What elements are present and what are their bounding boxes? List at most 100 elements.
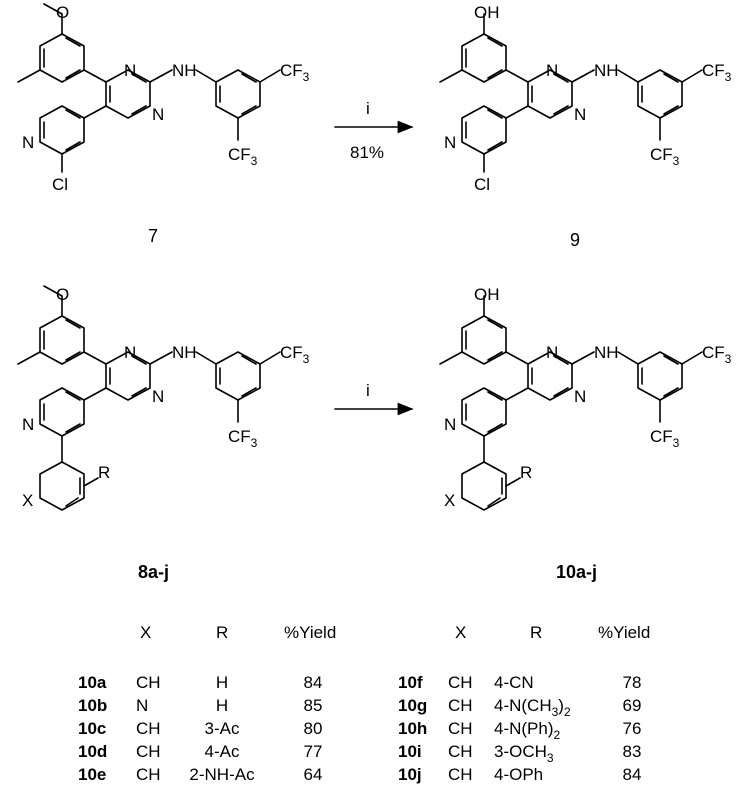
row-x: CH [448, 673, 473, 692]
row-r: 4-N(CH3)2 [494, 696, 571, 719]
row-r: 4-OPh [494, 765, 543, 784]
atom-amine-nh: NH [594, 343, 619, 362]
header-x: X [455, 623, 466, 642]
row-x: CH [448, 742, 473, 761]
atom-pyrimidine-n2: N [152, 105, 164, 124]
row-yield: 83 [623, 742, 642, 761]
atom-pyrimidine-n2: N [152, 387, 164, 406]
row-id: 10b [78, 696, 107, 715]
atom-cf3-bottom: CF3 [228, 427, 258, 450]
atom-pyrimidine-n2: N [574, 105, 586, 124]
structure-9: OH N N NH CF3 CF3 N Cl [439, 3, 732, 194]
row-yield: 76 [623, 719, 642, 738]
compound-label-10a-j: 10a-j [556, 562, 597, 582]
structure-7: O N N NH CF3 CF3 N Cl [17, 3, 310, 194]
row-id: 10e [78, 765, 106, 784]
header-yield: %Yield [284, 623, 336, 642]
atom-aryl-r: R [520, 463, 532, 482]
row-id: 10h [398, 719, 427, 738]
atom-cf3-top: CF3 [702, 61, 732, 84]
row-yield: 78 [623, 673, 642, 692]
compound-label-8a-j: 8a-j [138, 562, 169, 582]
row-r: 4-N(Ph)2 [494, 719, 561, 742]
structure-8a-j: O N N NH CF3 CF3 N X R [17, 285, 310, 511]
header-r: R [530, 623, 542, 642]
table-row: 10b N H 85 [78, 696, 322, 715]
row-r: 3-Ac [205, 719, 240, 738]
row-r: 2-NH-Ac [189, 765, 255, 784]
structure-10a-j: OH N N NH CF3 CF3 N X R [439, 285, 732, 511]
atom-chloro: Cl [52, 175, 68, 194]
row-x: CH [136, 673, 161, 692]
atom-aryl-r: R [98, 463, 110, 482]
row-x: CH [136, 719, 161, 738]
atom-aryl-x: X [22, 491, 33, 510]
yield-label-top: 81% [350, 143, 384, 162]
atom-amine-nh: NH [172, 343, 197, 362]
header-yield: %Yield [598, 623, 650, 642]
atom-cf3-top: CF3 [280, 343, 310, 366]
row-r: 4-Ac [205, 742, 240, 761]
atom-methoxy-o: O [56, 3, 69, 22]
atom-pyrimidine-n1: N [124, 61, 136, 80]
table-row: 10e CH 2-NH-Ac 64 [78, 765, 322, 784]
table-row: 10j CH 4-OPh 84 [398, 765, 641, 784]
atom-pyrimidine-n1: N [546, 61, 558, 80]
row-r: 4-CN [494, 673, 534, 692]
row-x: N [136, 696, 148, 715]
row-id: 10d [78, 742, 107, 761]
row-id: 10g [398, 696, 427, 715]
row-yield: 80 [304, 719, 323, 738]
row-yield: 84 [304, 673, 323, 692]
compound-label-9: 9 [570, 230, 580, 250]
row-id: 10i [398, 742, 422, 761]
atom-cf3-bottom: CF3 [228, 145, 258, 168]
atom-amine-nh: NH [594, 61, 619, 80]
row-yield: 85 [304, 696, 323, 715]
atom-chloro: Cl [474, 175, 490, 194]
row-x: CH [448, 765, 473, 784]
reagent-label-bottom: i [366, 381, 370, 400]
reagent-label-top: i [366, 99, 370, 118]
atom-aryl-x: X [444, 491, 455, 510]
row-id: 10f [398, 673, 423, 692]
atom-pyridine-n: N [22, 415, 34, 434]
atom-hydroxy: OH [474, 285, 500, 304]
compound-label-7: 7 [148, 226, 158, 246]
atom-cf3-top: CF3 [702, 343, 732, 366]
atom-cf3-bottom: CF3 [650, 145, 680, 168]
atom-pyrimidine-n2: N [574, 387, 586, 406]
atom-pyrimidine-n1: N [124, 343, 136, 362]
row-yield: 77 [304, 742, 323, 761]
row-r: H [216, 696, 228, 715]
table-row: 10g CH 4-N(CH3)2 69 [398, 696, 641, 719]
atom-amine-nh: NH [172, 61, 197, 80]
row-yield: 64 [304, 765, 323, 784]
atom-pyridine-n: N [444, 133, 456, 152]
row-yield: 84 [623, 765, 642, 784]
row-x: CH [136, 742, 161, 761]
row-x: CH [448, 696, 473, 715]
table-row: 10d CH 4-Ac 77 [78, 742, 322, 761]
atom-hydroxy: OH [474, 3, 500, 22]
table-row: 10a CH H 84 [78, 673, 322, 692]
atom-pyridine-n: N [22, 133, 34, 152]
row-id: 10j [398, 765, 422, 784]
atom-pyrimidine-n1: N [546, 343, 558, 362]
header-x: X [140, 623, 151, 642]
atom-methoxy-o: O [56, 285, 69, 304]
row-r: 3-OCH3 [494, 742, 554, 765]
table-row: 10i CH 3-OCH3 83 [398, 742, 641, 765]
row-id: 10a [78, 673, 107, 692]
row-x: CH [136, 765, 161, 784]
atom-pyridine-n: N [444, 415, 456, 434]
row-yield: 69 [623, 696, 642, 715]
row-r: H [216, 673, 228, 692]
header-r: R [216, 623, 228, 642]
atom-cf3-top: CF3 [280, 61, 310, 84]
